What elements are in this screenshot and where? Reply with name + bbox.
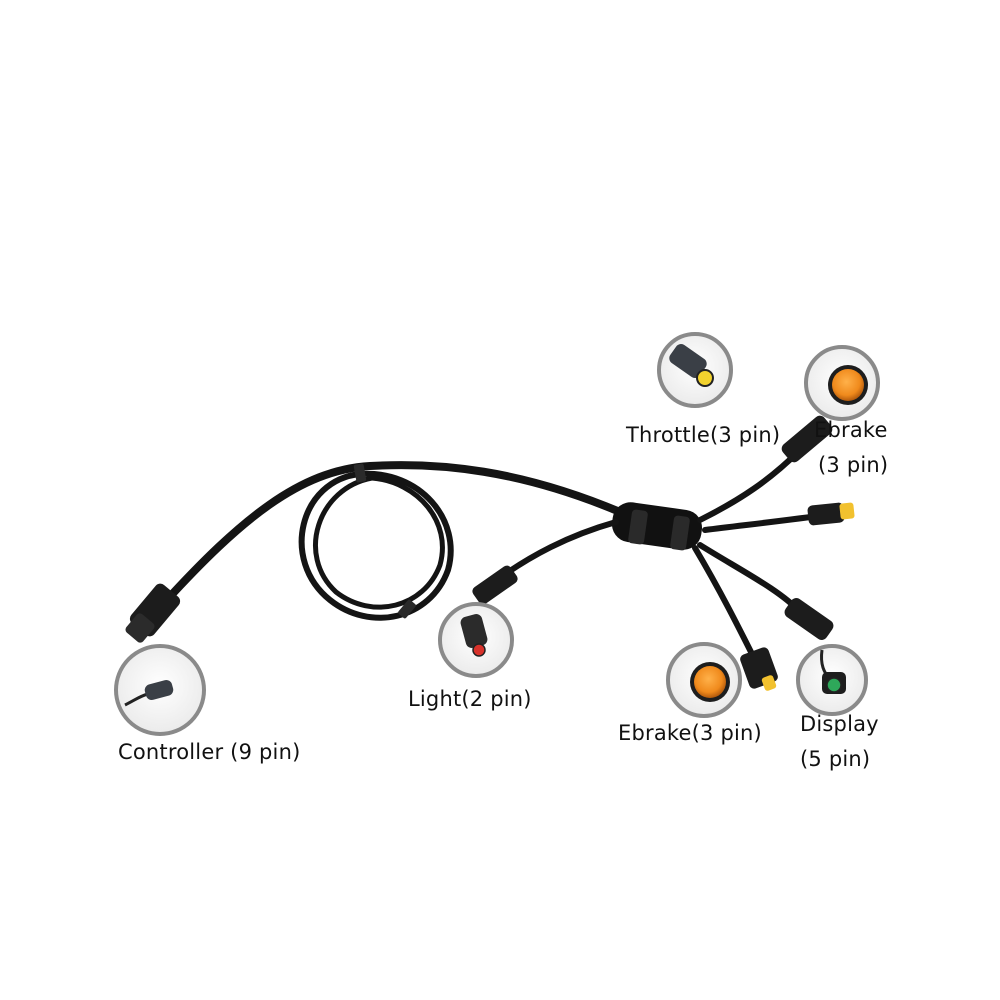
light-branch-plug: [472, 565, 518, 605]
controller-connector-inset: [114, 644, 206, 736]
splitter-hub: [611, 502, 703, 551]
display-branch-plug: [784, 598, 834, 640]
ebrake-bottom-label: Ebrake(3 pin): [618, 721, 762, 745]
yellow-tip-plug: [807, 502, 855, 526]
top-branch-plug: [781, 415, 833, 463]
controller-plug: [125, 583, 181, 643]
display-connector-inset: [796, 644, 868, 716]
light-connector-inset: [438, 602, 514, 678]
controller-label: Controller (9 pin): [118, 740, 301, 764]
ebrake-top-label-line1: Ebrake: [814, 418, 888, 442]
light-label: Light(2 pin): [408, 687, 532, 711]
ebrake-top-label-line2: (3 pin): [818, 453, 889, 477]
main-cable: [161, 461, 624, 621]
display-label-line2: (5 pin): [800, 747, 871, 771]
display-label-line1: Display: [800, 712, 879, 736]
throttle-connector-inset: [657, 332, 733, 408]
throttle-label: Throttle(3 pin): [626, 423, 781, 447]
ebrake-top-connector-inset: [804, 345, 880, 421]
ebrake-bottom-connector-inset: [666, 642, 742, 718]
ebrake-bottom-branch-plug: [740, 647, 778, 691]
